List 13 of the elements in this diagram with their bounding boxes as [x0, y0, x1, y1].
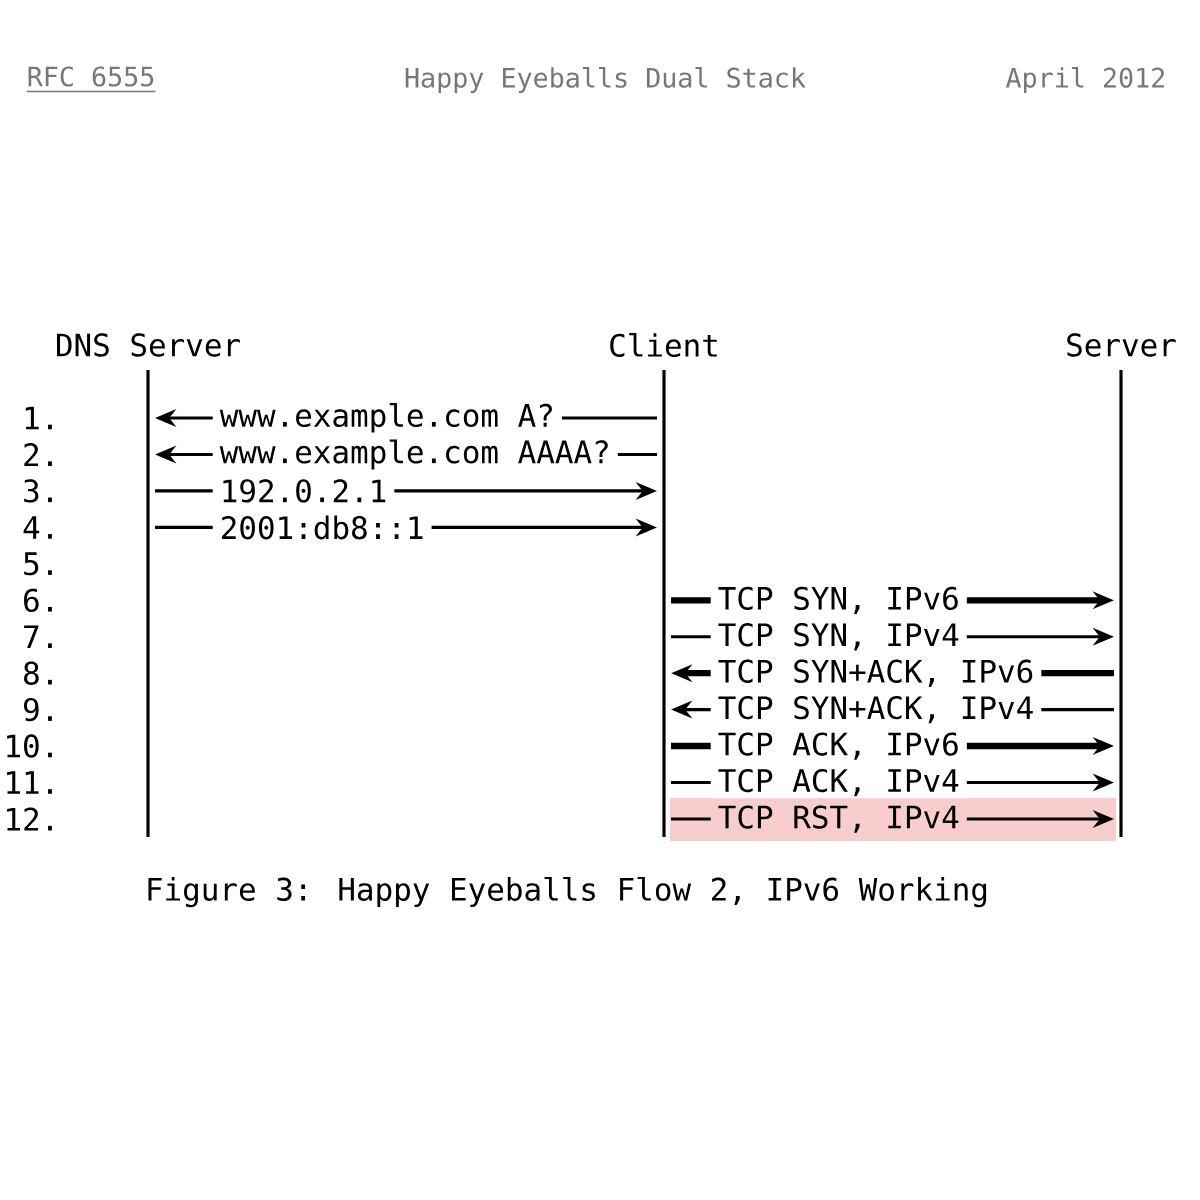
participant-label: DNS Server — [57, 333, 240, 357]
edge-label: TCP SYN, IPv4 — [710, 616, 967, 658]
caption: Figure 3: Happy Eyeballs Flow 2, IPv6 Working — [148, 876, 987, 908]
edge-label: 2001:db8::1 — [212, 508, 432, 547]
edge-label: TCP ACK, IPv6 — [710, 725, 967, 767]
edge-label: TCP SYN, IPv6 — [710, 579, 967, 621]
link: RFC 6555 — [26, 66, 157, 93]
page-header: April 2012 — [1006, 67, 1165, 93]
participant-label: Server — [1067, 333, 1176, 357]
edge-label: 192.0.2.1 — [212, 472, 395, 510]
participant-label: Client — [610, 333, 717, 358]
page-header: Happy Eyeballs Dual Stack — [405, 67, 806, 93]
edge-label: TCP RST, IPv4 — [710, 798, 967, 840]
